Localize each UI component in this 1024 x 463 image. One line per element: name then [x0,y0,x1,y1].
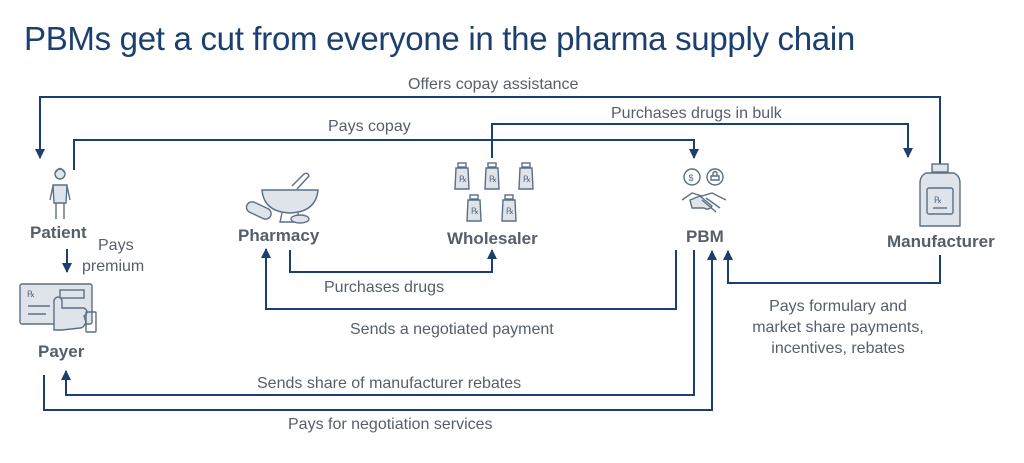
label-copay-assistance: Offers copay assistance [408,76,579,93]
label-pays-premium-line2: premium [82,258,144,275]
svg-text:℞: ℞ [523,174,531,184]
arrow-share-rebates [61,250,695,396]
node-manufacturer-label: Manufacturer [887,232,995,251]
node-pbm-label: PBM [686,227,724,246]
svg-text:℞: ℞ [459,174,467,184]
rx-bottle-icon: ℞ [919,163,961,227]
label-pays-premium-line1: Pays [98,237,134,254]
node-payer-label: Payer [38,342,85,361]
node-patient-label: Patient [30,223,87,242]
drug-bottles-icon: ℞ ℞ ℞ ℞ ℞ [454,162,534,222]
arrow-pays-copay [73,139,699,170]
svg-text:$: $ [689,173,694,183]
svg-text:℞: ℞ [934,195,942,205]
svg-text:℞: ℞ [506,206,514,216]
label-formulary-line3: incentives, rebates [771,340,904,357]
label-formulary-line1: Pays formulary and [769,298,907,315]
arrow-purchases-drugs [289,249,497,273]
label-negotiation-services: Pays for negotiation services [288,416,493,433]
mortar-pestle-icon [245,172,319,224]
label-formulary-line2: market share payments, [752,319,924,336]
patient-icon [49,167,71,219]
diagram-title: PBMs get a cut from everyone in the phar… [24,20,855,57]
label-purchases-drugs: Purchases drugs [324,279,444,296]
svg-text:℞: ℞ [471,206,479,216]
svg-text:℞: ℞ [27,289,35,299]
node-pharmacy-label: Pharmacy [238,226,320,245]
arrow-copay-assistance [35,96,941,170]
insurance-check-icon: ℞ [19,283,97,333]
label-pays-copay: Pays copay [328,118,411,135]
arrow-negotiation-services [43,250,717,411]
handshake-icon: $ [681,168,727,213]
node-wholesaler-label: Wholesaler [447,229,538,248]
label-purchases-bulk: Purchases drugs in bulk [611,105,783,122]
svg-text:℞: ℞ [489,174,497,184]
label-negotiated-payment: Sends a negotiated payment [350,321,554,338]
arrow-negotiated-payment [261,248,677,310]
label-share-rebates: Sends share of manufacturer rebates [257,375,521,392]
arrow-formulary-payments [723,250,941,284]
